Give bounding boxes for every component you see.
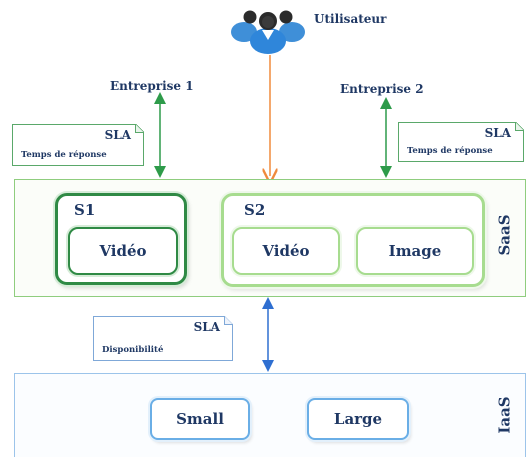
service-title: S1 xyxy=(74,201,96,219)
sla-note-enterprise-1: SLA Temps de réponse xyxy=(12,124,144,166)
user-label: Utilisateur xyxy=(314,12,387,26)
s1-video-component[interactable]: Vidéo xyxy=(68,227,178,275)
s2-video-component[interactable]: Vidéo xyxy=(232,227,340,275)
users-group-icon xyxy=(231,10,305,54)
vm-small[interactable]: Small xyxy=(150,398,250,440)
enterprise-2-label: Entreprise 2 xyxy=(340,82,424,96)
sla-text: Temps de réponse xyxy=(21,150,107,160)
sla-title: SLA xyxy=(104,128,131,142)
note-fold-icon xyxy=(224,316,233,325)
sla-text: Disponibilité xyxy=(102,345,164,355)
note-fold-icon xyxy=(135,124,144,133)
sla-title: SLA xyxy=(193,320,220,334)
service-title: S2 xyxy=(244,201,266,219)
enterprise-1-label: Entreprise 1 xyxy=(110,79,194,93)
s2-image-component[interactable]: Image xyxy=(356,227,474,275)
sla-text: Temps de réponse xyxy=(407,146,493,156)
vm-large[interactable]: Large xyxy=(307,398,409,440)
iaas-layer-label: IaaS xyxy=(495,396,514,434)
sla-note-availability: SLA Disponibilité xyxy=(93,316,233,361)
note-fold-icon xyxy=(515,122,524,131)
sla-note-enterprise-2: SLA Temps de réponse xyxy=(398,122,524,162)
saas-layer-label: SaaS xyxy=(495,214,514,256)
sla-title: SLA xyxy=(484,126,511,140)
iaas-layer: IaaS xyxy=(14,373,526,457)
